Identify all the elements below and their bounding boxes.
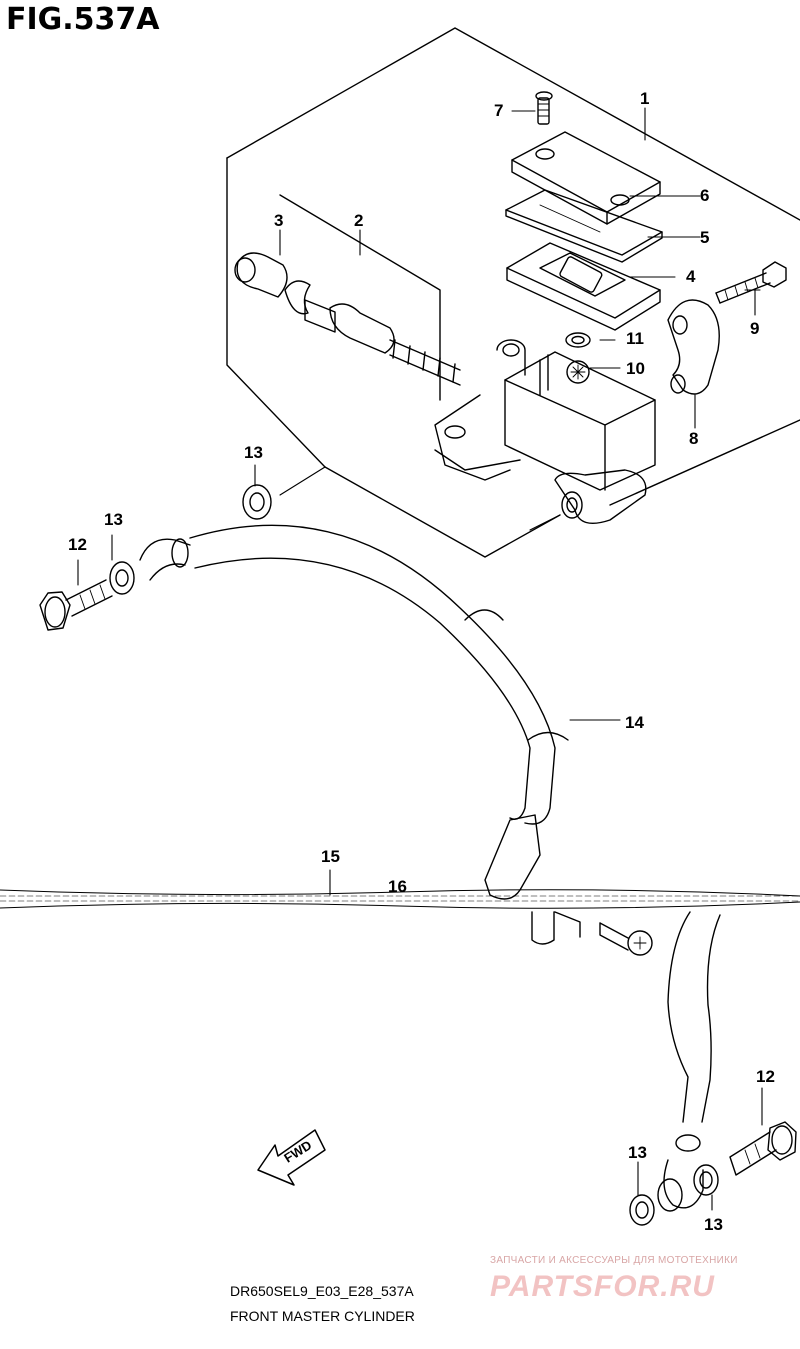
callout-5: 5 (700, 228, 710, 247)
assembly-box-lower (226, 157, 326, 468)
callout-2: 2 (354, 211, 364, 230)
banjo-bolt-12-right (729, 1121, 797, 1176)
plate-5 (505, 189, 663, 263)
watermark-tagline: ЗАПЧАСТИ И АКСЕССУАРЫ ДЛЯ МОТОТЕХНИКИ (490, 1255, 738, 1266)
washer-13-lower-right (693, 1164, 719, 1196)
callout-4: 4 (686, 267, 696, 286)
callout-15: 15 (321, 847, 340, 866)
washer-11 (565, 332, 591, 348)
callout-14: 14 (625, 713, 644, 732)
washer-13-lower-left (629, 1194, 655, 1226)
assembly-box-front (324, 466, 561, 558)
fwd-arrow-icon (257, 1129, 326, 1186)
callout-13-lower-left: 13 (628, 1143, 647, 1162)
master-cylinder-body (434, 339, 656, 524)
callout-3: 3 (274, 211, 284, 230)
callout-12-left: 12 (68, 535, 87, 554)
callout-12-right: 12 (756, 1067, 775, 1086)
figure-title: FIG.537A (6, 2, 160, 37)
leader-lines (77, 107, 763, 1211)
section-break (0, 889, 800, 909)
banjo-bolt-12-left (39, 579, 113, 631)
callout-6: 6 (700, 186, 710, 205)
callout-13-upper: 13 (244, 443, 263, 462)
callout-13-left: 13 (104, 510, 123, 529)
hose-guide (531, 911, 581, 945)
callout-11: 11 (626, 329, 644, 348)
piston-kit-2 (284, 280, 461, 386)
brake-hose-14 (139, 524, 569, 900)
callout-1: 1 (640, 89, 650, 108)
callout-10: 10 (626, 359, 645, 378)
watermark-brand: PARTSFOR.RU (490, 1270, 715, 1303)
screw-7 (535, 91, 553, 125)
assembly-box (226, 27, 800, 221)
clamp-8 (667, 299, 720, 395)
callout-7: 7 (494, 101, 504, 120)
screw-10 (566, 360, 590, 384)
brake-hose-14-lower (657, 911, 721, 1212)
guide-screw (599, 922, 653, 956)
figure-caption: FRONT MASTER CYLINDER (230, 1308, 415, 1324)
callout-9: 9 (750, 319, 760, 338)
callout-8: 8 (689, 429, 699, 448)
boot-3 (234, 252, 288, 298)
reservoir-cap-6 (511, 131, 661, 225)
model-code: DR650SEL9_E03_E28_537A (230, 1283, 414, 1299)
diaphragm-4 (506, 242, 661, 331)
callout-13-lower-right: 13 (704, 1215, 723, 1234)
callout-16: 16 (388, 877, 407, 896)
washer-13-upper (242, 484, 272, 520)
washer-13-left (109, 561, 135, 595)
bolt-9 (715, 261, 787, 304)
